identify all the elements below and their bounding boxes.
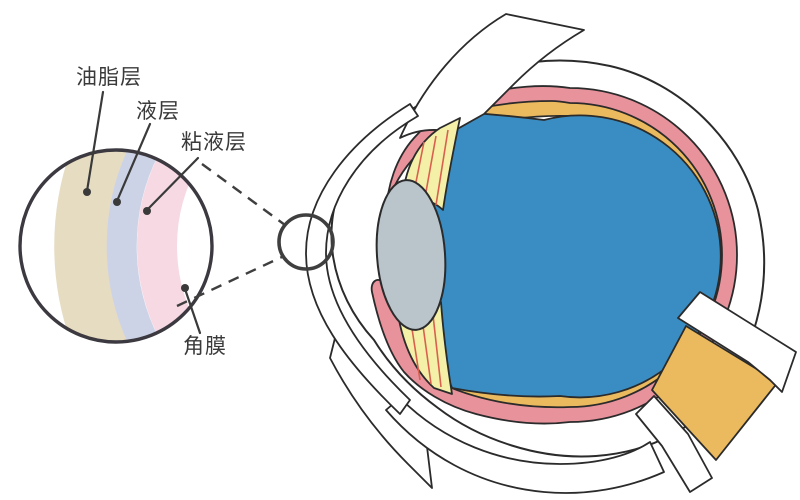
label-lipid-layer: 油脂层 bbox=[76, 66, 142, 89]
lens bbox=[375, 179, 447, 331]
magnifier-circle bbox=[18, 148, 214, 344]
lipid-leader-dot bbox=[83, 188, 91, 196]
label-mucin-layer: 粘液层 bbox=[181, 131, 247, 154]
mucin-leader-line bbox=[145, 156, 200, 212]
mucin-layer-band bbox=[137, 150, 201, 342]
aqueous-layer-band bbox=[106, 150, 159, 342]
source-circle bbox=[277, 213, 335, 271]
nerve-sheath-upper bbox=[677, 291, 797, 393]
lipid-leader-line bbox=[85, 90, 105, 193]
nerve-sheath-lower bbox=[635, 395, 713, 493]
eye-cross-section bbox=[305, 13, 797, 494]
aqueous-leader-line bbox=[115, 122, 152, 203]
label-leaders bbox=[83, 90, 202, 335]
cornea-leader-line bbox=[183, 287, 202, 335]
dashed-line-lower bbox=[176, 254, 285, 308]
cornea-band bbox=[305, 103, 419, 415]
magnifier-inset bbox=[18, 90, 335, 344]
magnification-cone bbox=[176, 163, 335, 308]
tear-film-layers bbox=[54, 150, 201, 342]
aqueous-leader-dot bbox=[113, 198, 121, 206]
label-cornea: 角膜 bbox=[183, 335, 227, 358]
lipid-layer-band bbox=[54, 150, 129, 342]
mucin-leader-dot bbox=[143, 207, 151, 215]
cornea-leader-dot bbox=[181, 284, 189, 292]
label-aqueous-layer: 液层 bbox=[136, 100, 180, 123]
dashed-line-upper bbox=[201, 163, 286, 226]
lower-band bbox=[385, 397, 665, 494]
